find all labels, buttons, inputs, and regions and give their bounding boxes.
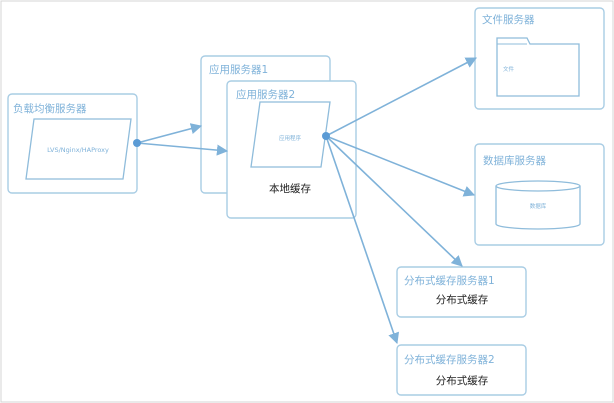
app-server-1-title: 应用服务器1 bbox=[209, 63, 268, 76]
app-connector-dot bbox=[322, 132, 330, 140]
load-balancer-parallelogram bbox=[25, 118, 132, 180]
file-server-node: 文件服务器 文件 bbox=[474, 7, 605, 110]
file-server-title: 文件服务器 bbox=[482, 13, 535, 26]
arrow-app-to-db bbox=[325, 135, 476, 197]
dist-cache-2-content: 分布式缓存 bbox=[436, 374, 489, 387]
dist-cache-2-node: 分布式缓存服务器2 分布式缓存 bbox=[396, 344, 527, 396]
arrow-lb-to-app2 bbox=[136, 142, 229, 156]
database-label: 数据库 bbox=[530, 202, 547, 210]
app-server-2-node: 应用服务器2 应用程序 本地缓存 bbox=[226, 80, 357, 219]
dist-cache-1-box bbox=[396, 266, 527, 318]
dist-cache-2-title: 分布式缓存服务器2 bbox=[404, 353, 495, 366]
load-balancer-node: 负载均衡服务器 LVS/Nginx/HAProxy bbox=[7, 93, 138, 194]
load-balancer-software: LVS/Nginx/HAProxy bbox=[47, 146, 109, 154]
dist-cache-1-title: 分布式缓存服务器1 bbox=[404, 274, 495, 287]
arrow-app-to-cache1 bbox=[325, 135, 463, 267]
folder-icon bbox=[496, 37, 580, 97]
folder-label: 文件 bbox=[503, 65, 515, 73]
database-icon bbox=[495, 180, 581, 230]
dist-cache-1-node: 分布式缓存服务器1 分布式缓存 bbox=[396, 266, 527, 318]
app-server-2-title: 应用服务器2 bbox=[236, 88, 295, 101]
app-program-parallelogram bbox=[250, 101, 331, 168]
local-cache-label: 本地缓存 bbox=[269, 182, 311, 195]
dist-cache-1-content: 分布式缓存 bbox=[436, 293, 489, 306]
arrow-app-to-file bbox=[325, 57, 477, 137]
arrow-lb-to-app1 bbox=[136, 123, 203, 144]
lb-connector-dot bbox=[133, 139, 141, 147]
dist-cache-2-box bbox=[396, 344, 527, 396]
load-balancer-title: 负载均衡服务器 bbox=[13, 102, 87, 115]
db-server-title: 数据库服务器 bbox=[483, 154, 546, 167]
app-program-label: 应用程序 bbox=[279, 134, 302, 142]
arrow-app-to-cache2 bbox=[325, 135, 400, 345]
db-server-node: 数据库服务器 数据库 bbox=[474, 143, 605, 246]
